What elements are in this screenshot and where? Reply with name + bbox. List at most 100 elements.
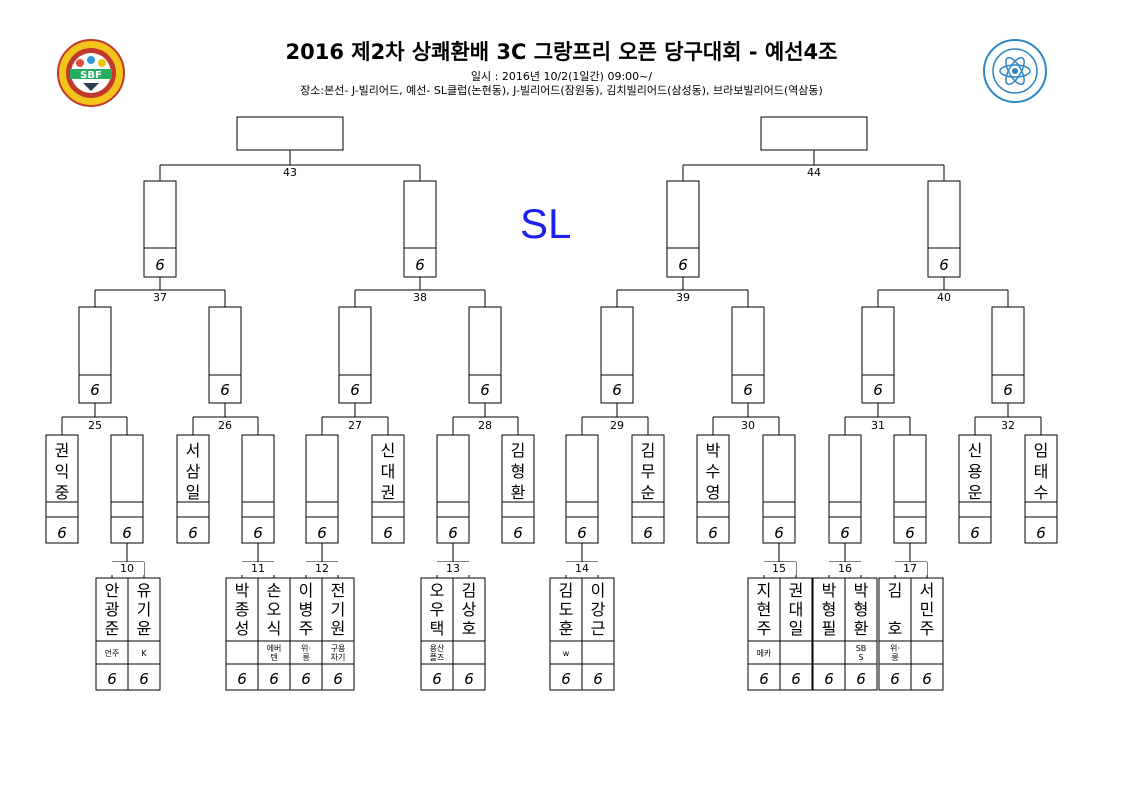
- player-slot: [436, 434, 470, 544]
- match-number: 31: [871, 419, 885, 432]
- player-name: 김: [511, 441, 526, 460]
- player-name: 영: [706, 483, 721, 502]
- score-mark: 6: [791, 670, 801, 688]
- player-name: 용: [968, 462, 983, 481]
- prelim-player-slot: [910, 577, 944, 691]
- score-mark: 6: [824, 670, 834, 688]
- player-club: SB: [856, 644, 867, 653]
- player-club: 위·: [890, 644, 900, 653]
- match-number-bg: [861, 419, 895, 432]
- match-number: 29: [610, 419, 624, 432]
- prelim-player-name: 대: [789, 600, 804, 619]
- match-number: 38: [413, 291, 427, 304]
- match-number-bg: [893, 562, 927, 575]
- prelim-player-name: 필: [822, 619, 837, 638]
- match-number-bg: [241, 562, 275, 575]
- player-club: 릉: [302, 653, 309, 662]
- match-number: 12: [315, 562, 329, 575]
- prelim-player-slot: [878, 577, 912, 691]
- player-name: 서: [186, 441, 201, 460]
- player-name: 태: [1034, 462, 1049, 481]
- score-mark: 6: [155, 256, 165, 274]
- player-slot: [1024, 434, 1058, 544]
- prelim-player-name: 이: [299, 581, 314, 600]
- prelim-player-name: 광: [105, 600, 120, 619]
- match-number: 10: [120, 562, 134, 575]
- prelim-player-slot: [452, 577, 486, 691]
- prelim-player-name: 민: [920, 600, 935, 619]
- prelim-player-name: 성: [235, 619, 250, 638]
- prelim-player-name: 호: [462, 619, 477, 638]
- event-date: 일시 : 2016년 10/2(1일간) 09:00~/: [470, 70, 653, 83]
- score-mark: 6: [905, 524, 915, 542]
- score-mark: 6: [922, 670, 932, 688]
- prelim-player-slot: [844, 577, 878, 691]
- prelim-player-name: 도: [559, 600, 574, 619]
- prelim-player-name: 서: [920, 581, 935, 600]
- player-slot: [45, 434, 79, 544]
- match-number: 43: [283, 166, 297, 179]
- prelim-player-name: 전: [331, 581, 346, 600]
- score-mark: 6: [678, 256, 688, 274]
- player-slot: [762, 434, 796, 544]
- score-mark: 6: [90, 381, 100, 399]
- match-number-bg: [305, 562, 339, 575]
- match-number-bg: [797, 166, 831, 179]
- player-name: 환: [511, 483, 526, 502]
- player-name: 신: [968, 441, 983, 460]
- prelim-player-name: 박: [235, 581, 250, 600]
- prelim-player-name: 주: [757, 619, 772, 638]
- match-number: 14: [575, 562, 589, 575]
- player-name: 일: [186, 483, 201, 502]
- score-mark: 6: [612, 381, 622, 399]
- player-name: 중: [55, 483, 70, 502]
- prelim-player-name: 오: [430, 581, 445, 600]
- prelim-player-name: 기: [137, 600, 152, 619]
- prelim-player-name: 택: [430, 619, 445, 638]
- prelim-player-name: 종: [235, 600, 250, 619]
- player-name: 김: [641, 441, 656, 460]
- player-name: 신: [381, 441, 396, 460]
- quarterfinal-slot: [338, 306, 372, 404]
- prelim-player-name: 박: [822, 581, 837, 600]
- player-name: 임: [1034, 441, 1049, 460]
- score-mark: 6: [269, 670, 279, 688]
- score-mark: 6: [107, 670, 117, 688]
- score-mark: 6: [890, 670, 900, 688]
- player-name: 삼: [186, 462, 201, 481]
- player-name: 박: [706, 441, 721, 460]
- score-mark: 6: [593, 670, 603, 688]
- score-mark: 6: [383, 524, 393, 542]
- match-number-bg: [731, 419, 765, 432]
- score-mark: 6: [1003, 381, 1013, 399]
- match-number: 39: [676, 291, 690, 304]
- score-mark: 6: [840, 524, 850, 542]
- player-slot: [371, 434, 405, 544]
- score-mark: 6: [856, 670, 866, 688]
- prelim-player-name: 김: [462, 581, 477, 600]
- score-mark: 6: [237, 670, 247, 688]
- match-number-bg: [338, 419, 372, 432]
- prelim-player-name: 김: [559, 581, 574, 600]
- final-box: [236, 116, 344, 151]
- match-number: 25: [88, 419, 102, 432]
- score-mark: 6: [301, 670, 311, 688]
- match-number: 44: [807, 166, 821, 179]
- prelim-player-name: 주: [299, 619, 314, 638]
- player-club: 구용: [331, 644, 346, 653]
- score-mark: 6: [464, 670, 474, 688]
- score-mark: 6: [743, 381, 753, 399]
- prelim-player-name: 현: [757, 600, 772, 619]
- score-mark: 6: [317, 524, 327, 542]
- score-mark: 6: [1036, 524, 1046, 542]
- match-number-bg: [403, 291, 437, 304]
- match-number-bg: [110, 562, 144, 575]
- score-mark: 6: [643, 524, 653, 542]
- player-name: 권: [381, 483, 396, 502]
- prelim-player-name: 김: [888, 581, 903, 600]
- sbf-federation-logo-icon: SBF: [57, 39, 125, 107]
- match-number: 16: [838, 562, 852, 575]
- player-club: 위·: [301, 644, 311, 653]
- score-mark: 6: [253, 524, 263, 542]
